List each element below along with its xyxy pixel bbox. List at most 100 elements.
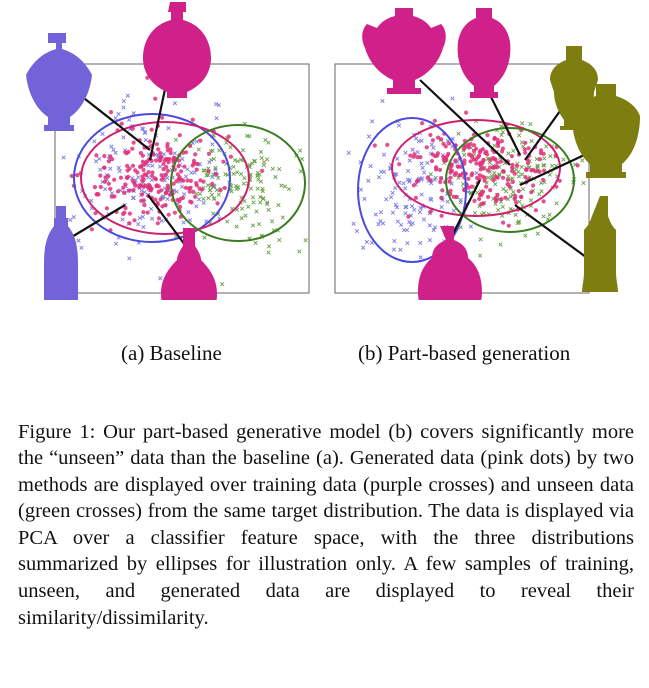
unseen-point xyxy=(286,186,292,192)
generated-point xyxy=(125,163,130,168)
generated-point xyxy=(130,146,135,151)
panel-b-part-based xyxy=(334,8,640,300)
panel-a-baseline xyxy=(26,2,310,300)
training-point xyxy=(419,192,424,197)
unseen-point xyxy=(265,200,270,205)
generated-point xyxy=(414,179,419,184)
unseen-point xyxy=(255,173,260,179)
generated-point xyxy=(147,139,152,144)
unseen-point xyxy=(528,121,533,127)
training-point xyxy=(116,111,121,117)
training-point xyxy=(393,202,398,207)
generated-point xyxy=(526,146,531,151)
training-point xyxy=(428,196,433,201)
training-point xyxy=(418,240,423,246)
training-point xyxy=(183,174,189,179)
training-point xyxy=(370,119,375,124)
training-point xyxy=(412,207,417,212)
generated-point xyxy=(102,165,107,170)
training-point xyxy=(418,206,423,211)
unseen-point xyxy=(282,184,288,189)
training-point xyxy=(351,221,356,226)
generated-point xyxy=(213,171,218,176)
generated-point xyxy=(221,159,226,164)
generated-point xyxy=(179,169,184,174)
generated-point xyxy=(197,186,202,191)
unseen-point xyxy=(547,172,552,177)
unseen-point xyxy=(207,187,213,192)
unseen-point xyxy=(243,213,248,218)
unseen-point xyxy=(492,170,497,176)
generated-point xyxy=(523,175,528,180)
training-point xyxy=(214,116,219,121)
unseen-point xyxy=(528,198,534,203)
generated-point xyxy=(191,189,196,194)
training-point xyxy=(137,215,142,221)
generated-point xyxy=(165,183,170,188)
generated-point xyxy=(413,195,418,200)
generated-point xyxy=(443,158,448,163)
generated-point xyxy=(469,173,474,178)
generated-point xyxy=(121,185,126,190)
generated-point xyxy=(193,194,198,199)
unseen-point xyxy=(202,168,207,173)
training-point xyxy=(189,170,194,175)
generated-point xyxy=(260,168,265,173)
training-point xyxy=(346,150,351,156)
training-point xyxy=(130,195,136,201)
unseen-point xyxy=(239,216,244,221)
unseen-point xyxy=(541,214,546,219)
generated-point xyxy=(575,163,580,168)
generated-point xyxy=(93,211,98,216)
unseen-point xyxy=(216,175,221,181)
training-point xyxy=(410,147,415,152)
training-point xyxy=(131,111,136,116)
generated-point xyxy=(172,210,177,215)
generated-point xyxy=(482,175,487,180)
unseen-point xyxy=(205,183,211,188)
training-point xyxy=(142,129,148,135)
training-point xyxy=(390,210,395,215)
generated-point xyxy=(531,167,536,172)
unseen-point xyxy=(173,137,179,142)
training-point xyxy=(381,152,387,157)
generated-point xyxy=(174,179,179,184)
unseen-point xyxy=(537,192,542,197)
training-point xyxy=(394,172,399,177)
panel-b-unseen-ellipse xyxy=(445,127,575,233)
generated-point xyxy=(135,170,140,175)
generated-point xyxy=(514,200,519,205)
training-point xyxy=(422,170,427,175)
generated-point xyxy=(506,223,511,228)
generated-point xyxy=(194,183,199,188)
panel-b-sublabel: (b) Part-based generation xyxy=(358,341,571,365)
unseen-point xyxy=(258,179,264,184)
generated-point xyxy=(145,210,150,215)
training-point xyxy=(92,139,97,144)
unseen-point xyxy=(258,200,263,205)
unseen-point xyxy=(277,237,282,243)
unseen-point xyxy=(276,203,281,208)
generated-point xyxy=(455,164,460,169)
generated-point xyxy=(158,151,163,156)
unseen-point xyxy=(519,164,524,170)
generated-point xyxy=(142,162,147,167)
generated-point xyxy=(503,195,508,200)
generated-point xyxy=(119,121,124,126)
generated-point xyxy=(475,175,480,181)
training-point xyxy=(127,256,132,261)
unseen-point xyxy=(265,201,270,207)
unseen-point xyxy=(517,199,522,204)
generated-point xyxy=(140,192,145,197)
unseen-point xyxy=(472,210,478,216)
generated-point xyxy=(474,157,479,162)
generated-point xyxy=(474,161,479,166)
generated-point xyxy=(187,189,192,194)
generated-point xyxy=(141,167,146,172)
unseen-point xyxy=(220,282,225,287)
generated-point xyxy=(130,178,135,184)
generated-point xyxy=(142,203,147,208)
generated-point xyxy=(495,165,500,170)
generated-point xyxy=(194,167,199,172)
generated-point xyxy=(454,194,459,199)
